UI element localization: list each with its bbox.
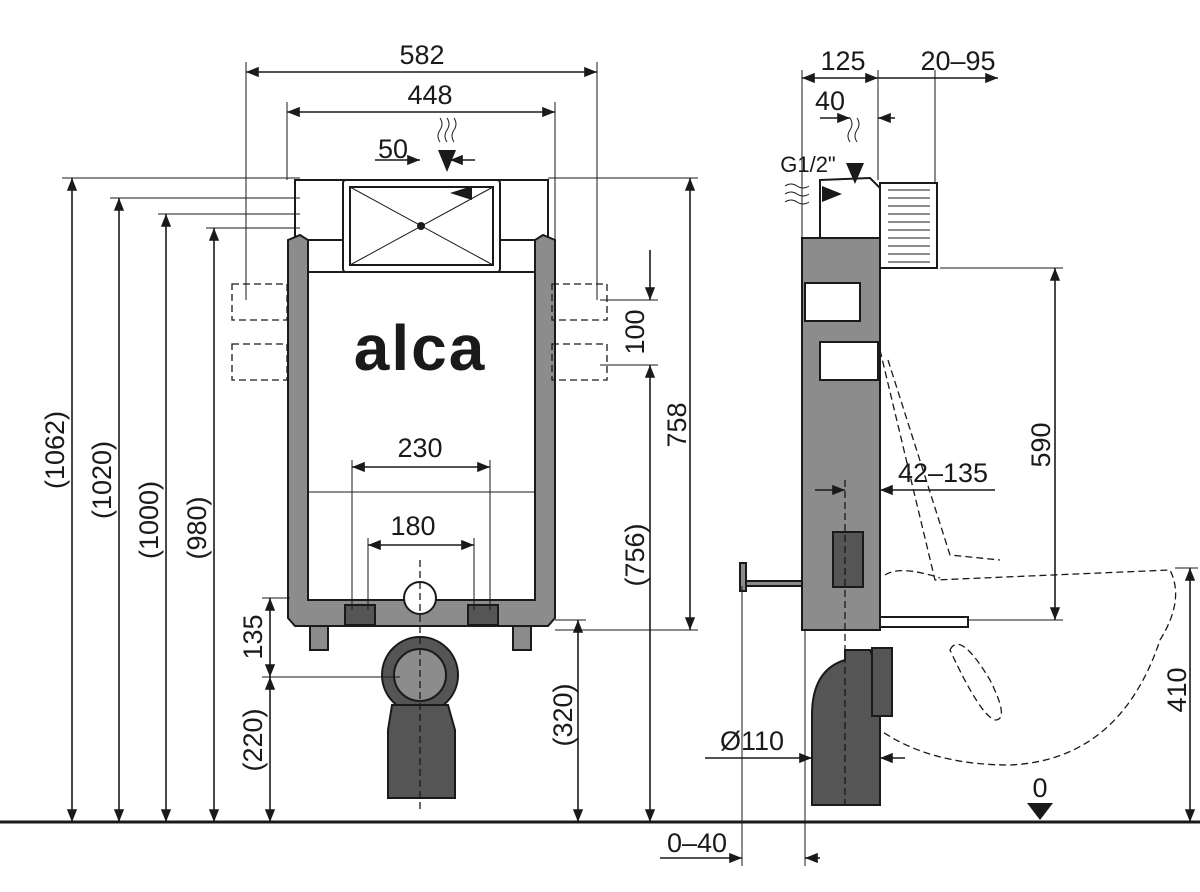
dim-230: 230 (397, 433, 442, 463)
side-view-frame (739, 176, 969, 810)
thread-label: G1/2" (780, 152, 836, 177)
dim-50: 50 (378, 134, 408, 164)
water-inlet-side-icon (784, 117, 864, 205)
floor-marker-icon (1027, 803, 1053, 820)
dim-1000: (1000) (134, 481, 164, 559)
dim-125: 125 (820, 46, 865, 76)
dim-42-135: 42–135 (898, 458, 988, 488)
dim-758: 758 (662, 402, 692, 447)
dim-135: 135 (238, 614, 268, 659)
dim-590: 590 (1026, 422, 1056, 467)
dim-180: 180 (390, 511, 435, 541)
dim-410: 410 (1162, 667, 1192, 712)
dim-220: (220) (238, 708, 268, 771)
dim-0-40: 0–40 (667, 828, 727, 858)
floor-zero-label: 0 (1032, 773, 1047, 803)
toilet-bowl-outline (879, 349, 1177, 766)
dim-582: 582 (399, 40, 444, 70)
dim-40: 40 (815, 86, 845, 116)
dim-100: 100 (620, 309, 650, 354)
dim-20-95: 20–95 (920, 46, 995, 76)
dim-448: 448 (407, 80, 452, 110)
dim-1062: (1062) (40, 411, 70, 489)
dim-320: (320) (548, 683, 578, 746)
dim-110-diameter: Ø110 (720, 726, 784, 756)
dim-1020: (1020) (87, 441, 117, 519)
dim-980: (980) (182, 496, 212, 559)
brand-logo: alca (354, 312, 487, 384)
dim-756: (756) (620, 523, 650, 586)
